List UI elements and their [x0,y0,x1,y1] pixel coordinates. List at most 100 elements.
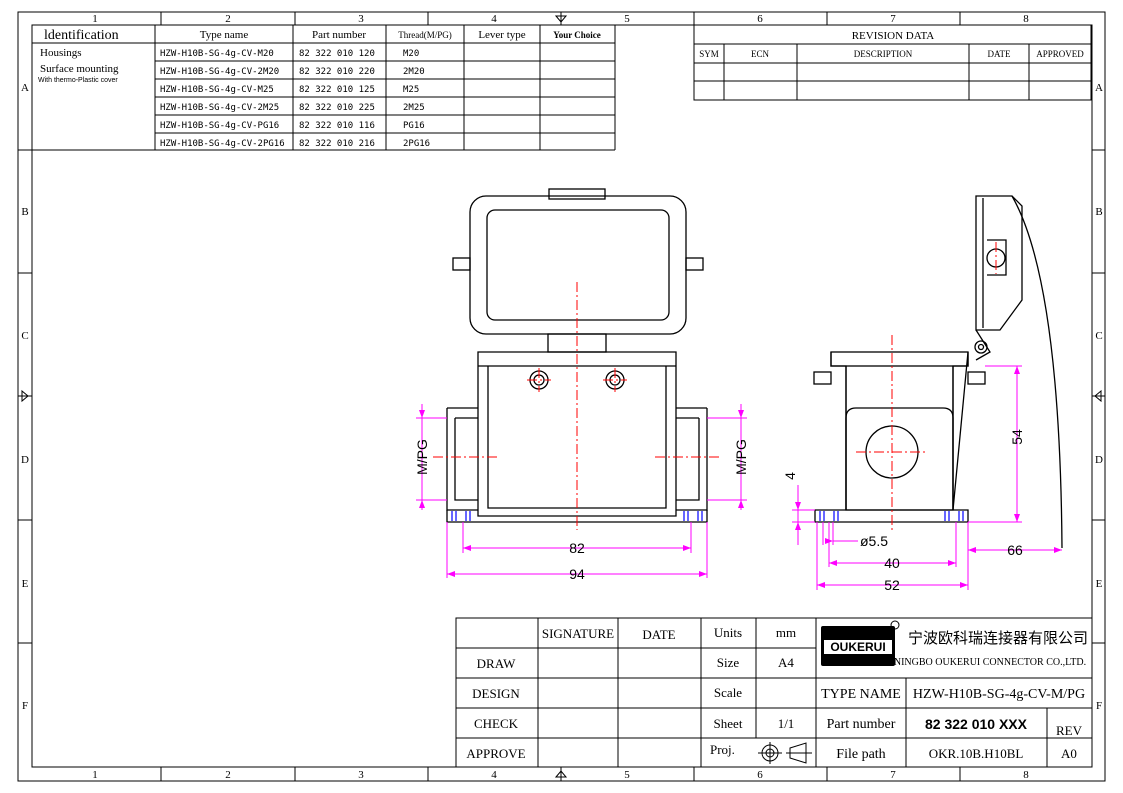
dim-66: 66 [1007,542,1023,558]
row-label: D [1095,454,1103,466]
tb-units: mm [776,625,796,640]
col-label: 4 [491,13,497,25]
dim-thread-left: M/PG [414,439,430,475]
col-label: 6 [757,13,763,25]
row-part: 82 322 010 225 [299,103,375,113]
col-label: 7 [890,13,896,25]
rev-header: DATE [988,49,1011,59]
front-dimensions [416,404,747,578]
rev-header: ECN [751,49,770,59]
parts-table [32,25,616,151]
dim-40: 40 [884,555,900,571]
tb-scale-label: Scale [714,685,742,700]
tb-rev: A0 [1061,746,1077,761]
row-label: D [21,454,29,466]
parts-table-text: ldentification Type name Part number Thr… [38,28,601,149]
tb-role-design: DESIGN [472,686,520,701]
row-part: 82 322 010 216 [299,139,375,149]
rev-header: APPROVED [1036,49,1084,59]
row-type: HZW-H10B-SG-4g-CV-M20 [160,49,274,59]
tb-role-approve: APPROVE [466,746,525,761]
front-arrows [419,410,744,577]
col-label: 7 [890,769,896,781]
row-thread: PG16 [403,121,425,131]
revision-table [693,24,1092,101]
dim-52: 52 [884,577,900,593]
col-label: 6 [757,769,763,781]
row-thread: 2M25 [403,103,425,113]
header-part-number: Part number [312,29,366,41]
tb-role-check: CHECK [474,716,519,731]
row-thread: 2PG16 [403,139,430,149]
svg-text:OUKERUI: OUKERUI [830,640,885,654]
row-part: 82 322 010 125 [299,85,375,95]
col-label: 2 [225,13,231,25]
projection-symbol-icon [758,742,812,764]
row-label: E [1096,578,1103,590]
company-logo: OUKERUI [821,620,900,666]
tb-size: A4 [778,655,794,670]
col-label: 2 [225,769,231,781]
tb-sheet-label: Sheet [714,716,743,731]
header-thread: Thread(M/PG) [398,30,452,40]
tb-role-draw: DRAW [477,656,516,671]
inner-frame [31,24,1093,768]
tb-file-path-label: File path [836,747,885,762]
tb-date: DATE [642,627,675,642]
row-label: F [1096,700,1102,712]
row-part: 82 322 010 120 [299,49,375,59]
dim-5-5: ø5.5 [860,533,888,549]
tb-part-number-label: Part number [827,717,896,732]
side-view [813,195,1063,549]
row-part: 82 322 010 116 [299,121,375,131]
header-lever-type: Lever type [478,29,525,41]
col-label: 5 [624,13,630,25]
col-label: 1 [92,13,98,25]
side-arrows [795,366,1062,588]
side-centerlines [856,242,997,530]
revision-title: REVISION DATA [852,30,935,42]
header-your-choice: Your Choice [553,30,601,40]
dim-4: 4 [782,472,798,480]
row-label: A [21,82,29,94]
tb-size-label: Size [717,655,740,670]
rev-header: DESCRIPTION [854,49,913,59]
dim-82: 82 [569,540,585,556]
front-threads [451,511,703,521]
side-dimensions [792,365,1062,590]
title-block [455,617,1093,768]
row-type: HZW-H10B-SG-4g-CV-2M25 [160,103,279,113]
tb-signature: SIGNATURE [542,626,614,641]
row-type: HZW-H10B-SG-4g-CV-M25 [160,85,274,95]
row-type: HZW-H10B-SG-4g-CV-PG16 [160,121,279,131]
rev-header: SYM [699,49,719,59]
row-thread: M20 [403,49,419,59]
tb-rev-label: REV [1056,723,1083,738]
identification-line: Surface mounting [40,63,119,75]
col-label: 3 [358,13,364,25]
side-threads [819,511,964,521]
header-identification: ldentification [44,28,119,43]
title-block-text: SIGNATURE DATE DRAW DESIGN CHECK APPROVE… [466,625,1088,762]
tb-sheet: 1/1 [778,716,795,731]
identification-line: Housings [40,47,82,59]
tb-part-number: 82 322 010 XXX [925,716,1028,732]
tb-company-en: NINGBO OUKERUI CONNECTOR CO.,LTD. [894,657,1086,668]
row-label: A [1095,82,1103,94]
tb-units-label: Units [714,625,742,640]
row-part: 82 322 010 220 [299,67,375,77]
row-thread: M25 [403,85,419,95]
grid-ticks [18,12,1105,781]
identification-line: With thermo-Plastic cover [38,77,118,84]
row-label: B [21,206,28,218]
row-label: C [1095,330,1102,342]
dim-thread-right: M/PG [733,439,749,475]
row-thread: 2M20 [403,67,425,77]
col-label: 1 [92,769,98,781]
col-label: 8 [1023,13,1029,25]
tb-file-path: OKR.10B.H10BL [929,746,1024,761]
row-label: F [22,700,28,712]
front-centerlines [433,282,722,530]
col-label: 5 [624,769,630,781]
row-label: E [22,578,29,590]
